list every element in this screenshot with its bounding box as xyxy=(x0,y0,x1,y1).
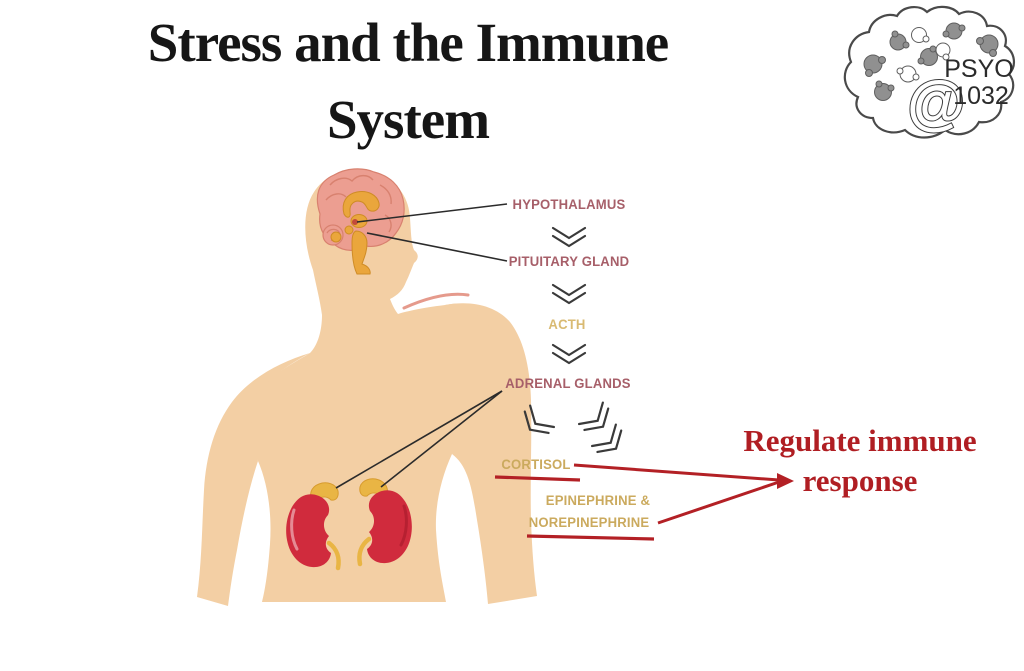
cortisol-underline xyxy=(494,475,581,482)
norepinephrine-underline xyxy=(526,534,655,541)
puzzle-piece-icon xyxy=(917,45,938,66)
corpus-callosum xyxy=(342,191,380,218)
left-kidney-highlight xyxy=(290,508,299,551)
left-arm-shape xyxy=(197,353,310,606)
outcome-line-1: Regulate immune xyxy=(743,423,977,458)
pointer-lines xyxy=(335,203,508,489)
pituitary-pointer-line xyxy=(366,232,508,262)
puzzle-piece-icon xyxy=(889,30,910,51)
acth-label: ACTH xyxy=(548,317,586,332)
title-line-1: Stress and the Immune xyxy=(147,12,669,73)
hypothalamus-label: HYPOTHALAMUS xyxy=(512,197,626,212)
left-kidney xyxy=(286,482,341,571)
brain-illustration xyxy=(316,168,405,275)
outcome-line-2: response xyxy=(802,463,918,498)
epinephrine-label-line-1: EPINEPHRINE & xyxy=(545,493,651,508)
right-kidney xyxy=(357,478,412,567)
chevron-down-icon-3 xyxy=(551,343,587,365)
title-line-2: System xyxy=(326,89,490,150)
puzzle-piece-icon xyxy=(874,80,895,101)
right-ureter xyxy=(357,536,372,567)
left-kidney-body xyxy=(286,494,331,568)
neck-shading-line xyxy=(402,292,470,310)
norepinephrine-arrow-line xyxy=(657,480,780,525)
epinephrine-label-line-2: NOREPINEPHRINE xyxy=(528,515,650,530)
page-title: Stress and the Immune System xyxy=(55,4,761,158)
adrenal-glands-label: ADRENAL GLANDS xyxy=(505,376,631,391)
puzzle-piece-icon xyxy=(911,27,930,43)
puzzle-piece-icon xyxy=(863,54,886,77)
hypothalamus-structure xyxy=(344,225,354,235)
right-arm-shape xyxy=(445,303,537,604)
cerebellum-nub xyxy=(330,231,342,243)
logo-course-line-1: PSYO xyxy=(944,55,1013,83)
cortisol-arrow-line xyxy=(573,463,780,482)
cortisol-label: CORTISOL xyxy=(501,457,571,472)
chevron-down-icon-2 xyxy=(551,283,587,305)
puzzle-piece-icon xyxy=(942,22,966,40)
logo-puzzle-pieces xyxy=(863,22,999,101)
adrenal-pointer-line-left xyxy=(335,390,503,489)
right-kidney-shade xyxy=(399,504,408,547)
chevron-down-right-icon-2 xyxy=(590,423,630,461)
at-symbol-icon: @ xyxy=(907,69,966,136)
course-logo: @ PSYO 1032 xyxy=(843,5,1015,139)
hypothalamus-pointer-dot xyxy=(352,219,358,225)
puzzle-piece-icon xyxy=(896,65,920,83)
regulate-immune-response-text: Regulate immune response xyxy=(728,421,992,501)
logo-brain-outline xyxy=(843,5,1015,139)
brainstem xyxy=(351,230,371,275)
chevron-down-right-icon-1 xyxy=(577,401,617,439)
puzzle-piece-icon xyxy=(976,34,999,57)
left-ureter xyxy=(326,540,341,571)
right-kidney-body xyxy=(367,490,412,564)
pituitary-gland-label: PITUITARY GLAND xyxy=(508,254,630,269)
brain-gyri-lines xyxy=(325,174,392,233)
logo-course-line-2: 1032 xyxy=(953,82,1009,110)
puzzle-piece-icon xyxy=(935,42,951,61)
red-connectors xyxy=(494,463,794,541)
arrowhead-icon xyxy=(777,473,794,489)
chevron-down-icon-1 xyxy=(551,226,587,248)
hypothalamus-pointer-line xyxy=(356,203,508,223)
adrenal-pointer-line-right xyxy=(380,390,503,488)
